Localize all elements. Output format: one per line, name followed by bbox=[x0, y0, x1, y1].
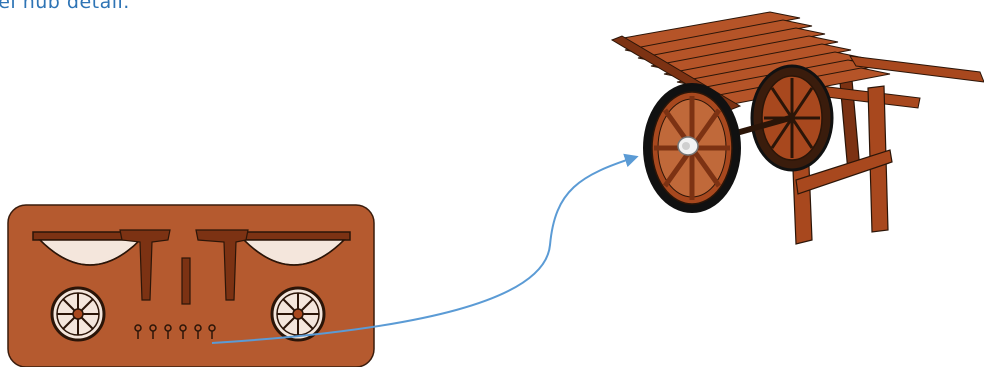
back-wheel bbox=[752, 66, 832, 170]
front-wheel bbox=[644, 84, 740, 212]
parts-panel bbox=[8, 205, 374, 367]
cart-icon bbox=[612, 12, 984, 244]
